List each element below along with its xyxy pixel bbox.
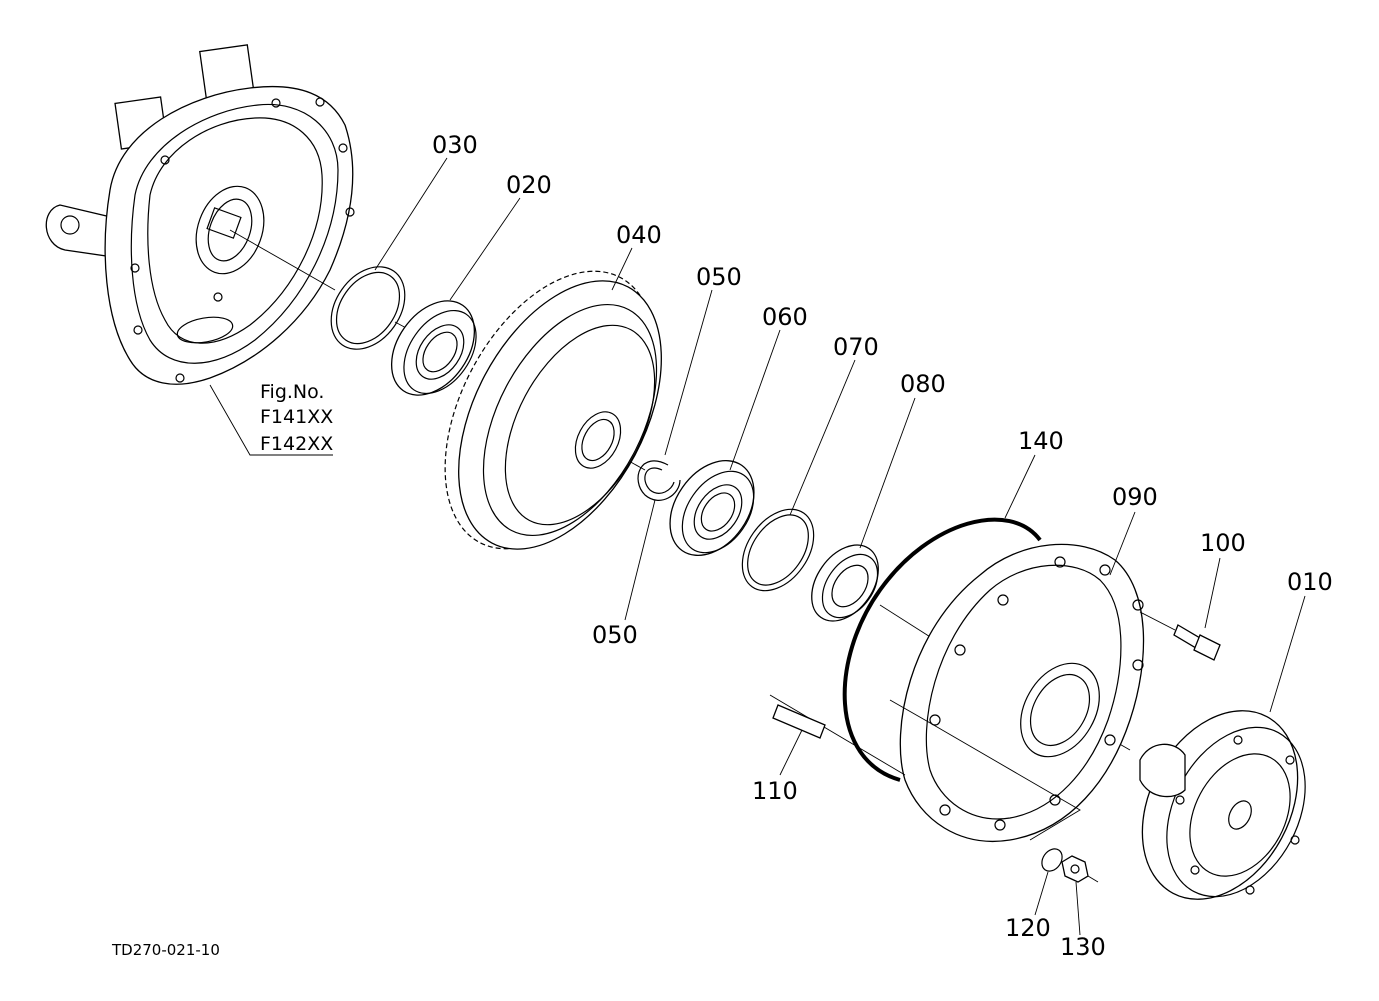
label-120: 120 <box>1005 914 1051 942</box>
part-120-washer <box>1041 848 1063 872</box>
part-080-seal <box>811 544 879 622</box>
label-090: 090 <box>1112 483 1158 511</box>
fig-heading: Fig.No. <box>260 381 324 403</box>
drawing-code: TD270-021-10 <box>111 941 220 959</box>
fig-number-2: F142XX <box>260 433 333 455</box>
part-010-flange <box>1139 710 1306 900</box>
part-100-bolt <box>1139 611 1221 661</box>
part-070-ring <box>741 508 815 592</box>
part-130-nut <box>1061 855 1099 883</box>
label-070: 070 <box>833 333 879 361</box>
leader-lines <box>374 157 1306 936</box>
label-030: 030 <box>432 131 478 159</box>
part-020-bearing <box>390 300 477 396</box>
fig-number-1: F141XX <box>260 406 333 428</box>
label-130: 130 <box>1060 933 1106 961</box>
part-030-ring <box>330 266 406 350</box>
fig-reference: Fig.No. F141XX F142XX <box>209 381 333 456</box>
label-140: 140 <box>1018 427 1064 455</box>
part-090-cover <box>769 543 1145 842</box>
part-110-stud <box>772 704 826 739</box>
part-060-bearing <box>669 460 755 556</box>
part-040-gear <box>444 270 662 550</box>
part-050-snap-ring <box>637 460 681 501</box>
label-110: 110 <box>752 777 798 805</box>
label-040: 040 <box>616 221 662 249</box>
label-100: 100 <box>1200 529 1246 557</box>
part-140-o-ring <box>842 517 1042 782</box>
label-020: 020 <box>506 171 552 199</box>
label-050-upper: 050 <box>696 263 742 291</box>
gear-case-housing <box>45 44 355 385</box>
label-080: 080 <box>900 370 946 398</box>
label-060: 060 <box>762 303 808 331</box>
label-010: 010 <box>1287 568 1333 596</box>
label-050-lower: 050 <box>592 621 638 649</box>
